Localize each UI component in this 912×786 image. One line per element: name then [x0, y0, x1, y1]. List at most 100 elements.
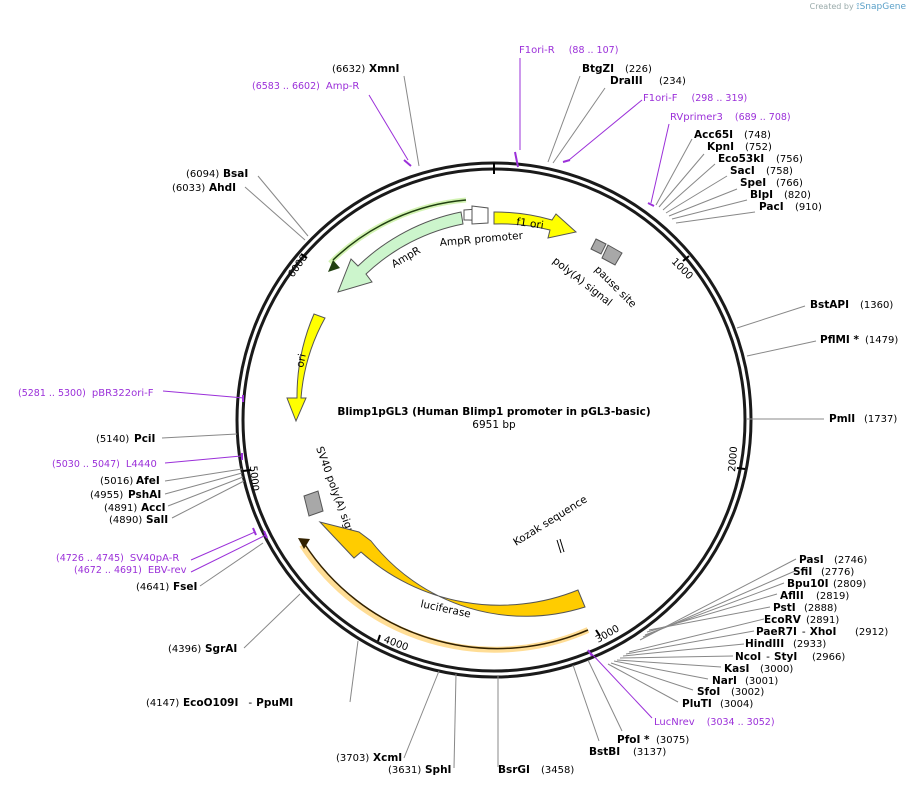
- site-kasi-pos: (3000): [760, 664, 793, 675]
- site-kpni-pos: (752): [745, 142, 772, 153]
- site-sali[interactable]: SalI: [146, 514, 168, 526]
- site-sfoi[interactable]: SfoI: [697, 686, 720, 698]
- primer-pbr322ori-f[interactable]: (5281 .. 5300)pBR322ori-F: [18, 388, 154, 399]
- site-nari-pos: (3001): [745, 676, 778, 687]
- luciferase-track: [298, 538, 590, 653]
- leader-lines: [161, 75, 824, 769]
- site-sfoi-pos: (3002): [731, 687, 764, 698]
- site-bpu10i[interactable]: Bpu10I: [787, 578, 829, 590]
- tick-label-1000: 1000: [669, 256, 695, 282]
- site-pcii-pos: (5140): [96, 434, 129, 445]
- site-eco53ki-pos: (756): [776, 154, 803, 165]
- site-spei[interactable]: SpeI: [740, 177, 766, 189]
- site-ecorv-pos: (2891): [806, 615, 839, 626]
- site-blpi[interactable]: BlpI: [750, 189, 773, 201]
- site-pcii[interactable]: PciI: [134, 433, 155, 445]
- site-bsai[interactable]: BsaI: [223, 168, 248, 180]
- site-bstapi[interactable]: BstAPI: [810, 299, 849, 311]
- site-bstapi-pos: (1360): [860, 300, 893, 311]
- site-bsai-pos: (6094): [186, 169, 219, 180]
- site-sgrai-pos: (4396): [168, 644, 201, 655]
- site-pasi-pos: (2746): [834, 555, 867, 566]
- site-bsrgi[interactable]: BsrGI: [498, 764, 530, 776]
- site-nari[interactable]: NarI: [712, 675, 737, 687]
- primer-amp-r[interactable]: (6583 .. 6602)Amp-R: [252, 81, 359, 92]
- site-blpi-pos: (820): [784, 190, 811, 201]
- site-pasi[interactable]: PasI: [799, 554, 824, 566]
- site-btgzi-pos: (226): [625, 64, 652, 75]
- site-afei[interactable]: AfeI: [136, 475, 160, 487]
- site-paer7i[interactable]: PaeR7I-XhoI: [756, 626, 836, 638]
- site-btgzi[interactable]: BtgZI: [582, 63, 614, 75]
- site-pfoi[interactable]: PfoI *: [617, 734, 650, 746]
- site-acci-pos: (4891): [104, 503, 137, 514]
- site-psti[interactable]: PstI: [773, 602, 796, 614]
- site-xmni[interactable]: XmnI: [369, 63, 399, 75]
- feature-ampr[interactable]: AmpR: [337, 211, 464, 293]
- tick-label-5000: 5000: [247, 465, 260, 491]
- plasmid-size: 6951 bp: [472, 419, 516, 431]
- primer-ebv-rev[interactable]: (4672 .. 4691)EBV-rev: [74, 565, 187, 576]
- primer-leader-lines: [162, 58, 670, 719]
- site-fsei-pos: (4641): [136, 582, 169, 593]
- site-saci[interactable]: SacI: [730, 165, 755, 177]
- site-ecoo109i-pos: (4147): [146, 698, 179, 709]
- site-xhoi-pos: (2912): [855, 627, 888, 638]
- ori-label: ori: [294, 353, 309, 369]
- feature-ori[interactable]: ori: [286, 313, 326, 423]
- site-pluti[interactable]: PluTI: [682, 698, 712, 710]
- tick-label-2000: 2000: [727, 446, 740, 472]
- site-ahdi[interactable]: AhdI: [209, 182, 236, 194]
- site-sphi[interactable]: SphI: [425, 764, 451, 776]
- site-xcmi-pos: (3703): [336, 753, 369, 764]
- site-hindiii-pos: (2933): [793, 639, 826, 650]
- site-sgrai[interactable]: SgrAI: [205, 643, 237, 655]
- site-ecorv[interactable]: EcoRV: [764, 614, 802, 626]
- site-sfii[interactable]: SfiI: [793, 566, 812, 578]
- luciferase-label: luciferase: [419, 598, 471, 620]
- site-ncoi[interactable]: NcoI-StyI: [735, 651, 797, 663]
- site-bstbi[interactable]: BstBI: [589, 746, 620, 758]
- feature-f1-ori[interactable]: f1 ori: [493, 211, 578, 239]
- feature-polya-signal[interactable]: poly(A) signal pause site: [550, 238, 639, 310]
- primer-lucnrev[interactable]: LucNrev(3034 .. 3052): [654, 717, 775, 728]
- feature-kozak[interactable]: Kozak sequence: [511, 493, 589, 554]
- site-hindiii[interactable]: HindIII: [745, 638, 784, 650]
- site-saci-pos: (758): [766, 166, 793, 177]
- site-kasi[interactable]: KasI: [724, 663, 749, 675]
- site-pflmi[interactable]: PflMI *: [820, 334, 859, 346]
- site-acc65i-pos: (748): [744, 130, 771, 141]
- site-pshai-pos: (4955): [90, 490, 123, 501]
- site-pmli[interactable]: PmlI: [829, 413, 855, 425]
- primer-l4440[interactable]: (5030 .. 5047)L4440: [52, 459, 157, 470]
- site-sfii-pos: (2776): [821, 567, 854, 578]
- primer-rvprimer3[interactable]: RVprimer3(689 .. 708): [670, 112, 791, 123]
- site-pshai[interactable]: PshAI: [128, 489, 161, 501]
- primer-f1ori-r[interactable]: F1ori-R(88 .. 107): [519, 45, 618, 56]
- snapgene-brand: Created by ⟟SnapGene: [809, 2, 906, 12]
- site-ecoo109i[interactable]: EcoO109I-PpuMI: [183, 697, 293, 709]
- site-aflii[interactable]: AflII: [780, 590, 804, 602]
- site-bsrgi-pos: (3458): [541, 765, 574, 776]
- site-xcmi[interactable]: XcmI: [373, 752, 402, 764]
- site-draiii[interactable]: DraIII: [610, 75, 643, 87]
- site-draiii-pos: (234): [659, 76, 686, 87]
- site-spei-pos: (766): [776, 178, 803, 189]
- primer-f1ori-f[interactable]: F1ori-F(298 .. 319): [643, 93, 747, 104]
- site-bstbi-pos: (3137): [633, 747, 666, 758]
- site-psti-pos: (2888): [804, 603, 837, 614]
- site-eco53ki[interactable]: Eco53kI: [718, 153, 764, 165]
- primer-sv40pa-r[interactable]: (4726 .. 4745)SV40pA-R: [56, 553, 179, 564]
- site-acci[interactable]: AccI: [141, 502, 165, 514]
- site-fsei[interactable]: FseI: [173, 581, 197, 593]
- plasmid-name: Blimp1pGL3 (Human Blimp1 promoter in pGL…: [337, 406, 650, 418]
- site-acc65i[interactable]: Acc65I: [694, 129, 733, 141]
- site-paci-pos: (910): [795, 202, 822, 213]
- ampr-promoter-label: AmpR promoter: [439, 230, 524, 249]
- site-sali-pos: (4890): [109, 515, 142, 526]
- site-kpni[interactable]: KpnI: [707, 141, 734, 153]
- site-bpu10i-pos: (2809): [833, 579, 866, 590]
- site-paci[interactable]: PacI: [759, 201, 784, 213]
